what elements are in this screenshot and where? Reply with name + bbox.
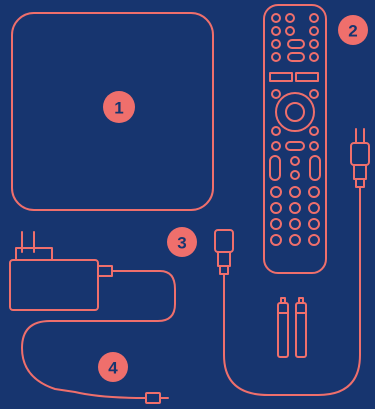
- remote-button: [310, 40, 318, 48]
- hdmi-plug-body: [354, 165, 366, 179]
- power-adapter: 4: [10, 232, 175, 403]
- remote-channel-rocker: [310, 156, 320, 180]
- remote-number-key: [309, 219, 319, 229]
- adapter-cable-exit: [98, 266, 112, 276]
- remote-button: [310, 127, 318, 135]
- remote-button: [286, 142, 304, 150]
- remote-button: [272, 14, 280, 22]
- remote-button: [272, 27, 280, 35]
- battery: [278, 303, 288, 357]
- remote-button: [272, 127, 280, 135]
- callout-label-4: 4: [108, 359, 118, 378]
- set-top-box: 1: [12, 13, 213, 210]
- hdmi-plug-strain-relief: [356, 179, 364, 187]
- remote-button: [291, 157, 299, 165]
- remote-button: [286, 14, 294, 22]
- remote-button: [291, 171, 299, 179]
- callout-label-3: 3: [177, 234, 186, 253]
- remote-number-key: [309, 235, 319, 245]
- remote-button: [310, 53, 318, 61]
- battery: [296, 303, 306, 357]
- remote-number-key: [271, 219, 281, 229]
- callout-label-2: 2: [348, 22, 357, 41]
- remote-button: [272, 53, 280, 61]
- remote-number-key: [290, 203, 300, 213]
- hdmi-cable-wire: [224, 187, 360, 395]
- remote-number-key: [271, 235, 281, 245]
- remote-number-key: [290, 187, 300, 197]
- callout-label-1: 1: [114, 99, 123, 118]
- remote-button: [286, 27, 294, 35]
- remote-number-key: [309, 203, 319, 213]
- battery-terminal: [281, 298, 285, 303]
- hdmi-cable: 3: [167, 129, 369, 395]
- adapter-dc-plug: [146, 393, 160, 403]
- remote-button: [310, 90, 318, 98]
- batteries: [278, 298, 306, 357]
- hdmi-plug-strain-relief: [220, 266, 228, 274]
- hdmi-plug: [215, 230, 233, 252]
- remote-number-key: [290, 219, 300, 229]
- remote-button: [272, 40, 280, 48]
- remote-control: 2: [264, 5, 368, 273]
- remote-button: [288, 53, 304, 61]
- remote-button: [272, 142, 280, 150]
- battery-terminal: [299, 298, 303, 303]
- remote-number-key: [290, 235, 300, 245]
- remote-button: [310, 14, 318, 22]
- hdmi-plug: [351, 143, 369, 165]
- remote-number-key: [271, 203, 281, 213]
- remote-volume-rocker: [270, 156, 280, 180]
- remote-button: [288, 40, 304, 48]
- remote-button: [270, 73, 292, 81]
- adapter-body: [10, 260, 98, 310]
- remote-number-key: [309, 187, 319, 197]
- hdmi-plug-body: [218, 252, 230, 266]
- remote-button: [296, 73, 318, 81]
- remote-button: [310, 142, 318, 150]
- remote-button: [272, 90, 280, 98]
- remote-ok-button: [286, 103, 304, 121]
- remote-dpad: [276, 93, 314, 131]
- remote-button: [310, 27, 318, 35]
- remote-number-key: [271, 187, 281, 197]
